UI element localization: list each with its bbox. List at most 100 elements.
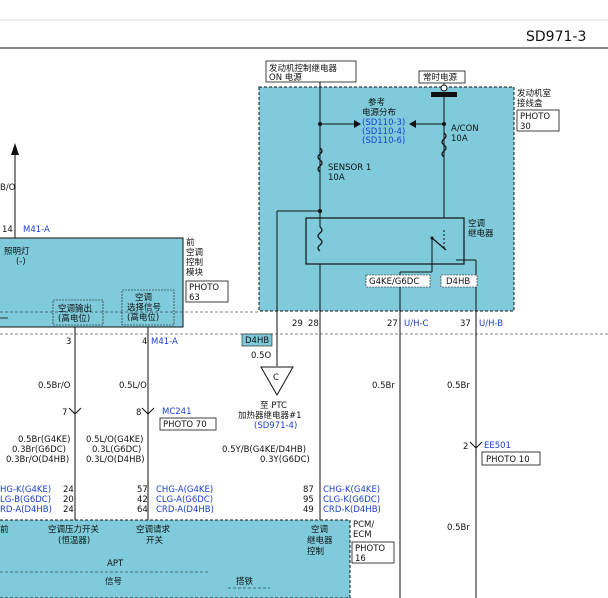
- pcm-label-request: 空调请求: [136, 524, 171, 535]
- pcm-label-relay: 继电器: [307, 535, 333, 546]
- module-photo-2: 63: [189, 293, 200, 303]
- light-wire-color: B/O: [0, 183, 16, 193]
- spec-left-1: 0.5Br(G4KE): [18, 435, 70, 445]
- module-photo-box: [185, 280, 229, 303]
- relay-coil-icon: [317, 226, 323, 252]
- ref-link-3[interactable]: (SD110-6): [362, 136, 405, 146]
- left-connector-2[interactable]: LG-B(G6DC): [0, 495, 51, 505]
- connector-8-symbol: [141, 407, 155, 415]
- mid-connector-1[interactable]: CHG-A(G4KE): [156, 485, 213, 495]
- relay-switch-contact: [431, 237, 447, 251]
- spec-left-3: 0.3Br/O(D4HB): [6, 455, 69, 465]
- engine-fuse-photo-line1: PHOTO: [520, 112, 550, 122]
- mc241-connector[interactable]: MC241: [162, 407, 192, 417]
- light-label-minus: (-): [16, 257, 26, 267]
- ref-arrowhead-left: [354, 120, 361, 128]
- sensor-fuse-label: SENSOR 1: [328, 163, 371, 173]
- ref-title-2: 电源分布: [362, 107, 396, 118]
- ac-relay-label2: 继电器: [468, 228, 494, 239]
- mid-connector-2[interactable]: CLG-A(G6DC): [156, 495, 213, 505]
- pcm-label-thermostat: (恒温器): [58, 535, 90, 546]
- apt-ground-label: 搭铁: [236, 576, 254, 587]
- pin-8: 8: [136, 408, 141, 418]
- ac-select-label1: 空调: [135, 292, 152, 303]
- pin-27-connector[interactable]: U/H-C: [404, 319, 429, 329]
- ee501-photo-box: [481, 451, 541, 466]
- pin-14: 14: [2, 225, 13, 235]
- ee501-photo: PHOTO 10: [486, 455, 530, 465]
- wire-27-label: 0.5Br: [372, 381, 395, 391]
- pin-7: 7: [62, 408, 67, 418]
- pcm-label-switch: 开关: [146, 535, 164, 546]
- pin-29: 29: [292, 319, 303, 329]
- ptc-variant-box: [241, 333, 273, 347]
- pcm-label-ac: 空调: [311, 524, 328, 535]
- spec-mid-1: 0.5L/O(G4KE): [86, 435, 143, 445]
- connector-7-symbol: [68, 407, 82, 415]
- ref-link-2[interactable]: (SD110-4): [362, 127, 405, 137]
- mid-pin-2: 42: [137, 495, 148, 505]
- module-name-4: 模块: [186, 267, 204, 278]
- ac-output-sub: (高电位): [58, 313, 90, 324]
- ac-relay-label1: 空调: [468, 218, 485, 229]
- pcm-label-front: 前: [0, 524, 9, 535]
- engine-relay-supply-line2: ON 电源: [269, 72, 302, 83]
- pin-4: 4: [142, 337, 147, 347]
- constant-supply-label: 常时电源: [423, 72, 458, 83]
- pin-37-connector[interactable]: U/H-B: [479, 319, 503, 329]
- mc241-photo-box: [159, 417, 217, 431]
- ee501-pin: 2: [463, 442, 468, 452]
- ref-link-1[interactable]: (SD110-3): [362, 118, 405, 128]
- ref-title-1: 参考: [368, 97, 385, 108]
- pcm-name-1: PCM/: [353, 520, 374, 530]
- connector-m41a-top[interactable]: M41-A: [23, 225, 50, 235]
- wire-37b-label: 0.5Br: [447, 523, 470, 533]
- ac-output-box: [52, 299, 104, 326]
- mid-connector-3[interactable]: CRD-A(D4HB): [156, 505, 214, 515]
- right-connector-1[interactable]: CHG-K(G4KE): [323, 485, 380, 495]
- sensor-fuse-amps: 10A: [328, 173, 345, 183]
- ac-select-box: [121, 289, 175, 326]
- relay-junction: [318, 209, 322, 213]
- pcm-ecm-block: [0, 519, 351, 598]
- engine-fuse-photo-line2: 30: [520, 122, 531, 132]
- spec-mid-2: 0.3L(G6DC): [92, 445, 141, 455]
- right-pin-1: 87: [303, 485, 314, 495]
- acon-fuse-amps: 10A: [451, 134, 468, 144]
- module-name-3: 控制: [186, 257, 203, 268]
- ptc-wire-label: 0.5O: [251, 351, 272, 361]
- pin-27: 27: [387, 319, 398, 329]
- module-photo-1: PHOTO: [189, 283, 219, 293]
- ref-arrowhead-right: [409, 120, 416, 128]
- engine-relay-supply-box: [265, 60, 357, 83]
- variant-right-box: [440, 274, 478, 288]
- spec-mid-3: 0.3L/O(D4HB): [86, 455, 145, 465]
- light-wire-arrow: [11, 143, 19, 155]
- left-pin-2: 20: [63, 495, 74, 505]
- left-connector-1[interactable]: HG-K(G4KE): [0, 485, 51, 495]
- mid-pin-3: 64: [137, 505, 148, 515]
- connector-m41a-bottom[interactable]: M41-A: [151, 337, 178, 347]
- ptc-relay-label: 加热器继电器#1: [238, 410, 302, 421]
- constant-supply-node: [440, 84, 448, 92]
- wire-1-label: 0.5Br/O: [38, 381, 71, 391]
- pcm-photo-2: 16: [355, 554, 366, 564]
- ee501-symbol: [469, 441, 483, 449]
- spec-right-2: 0.3Y(G6DC): [260, 455, 310, 465]
- sensor-fuse-icon: [317, 147, 323, 173]
- ee501-connector[interactable]: EE501: [484, 441, 511, 451]
- right-connector-3[interactable]: CRD-K(D4HB): [323, 505, 381, 515]
- left-pin-3: 24: [63, 505, 74, 515]
- diagram-code: SD971-3: [526, 29, 586, 45]
- right-pin-2: 95: [303, 495, 314, 505]
- variant-left-box: [365, 274, 431, 288]
- right-connector-2[interactable]: CLG-K(G6DC): [323, 495, 380, 505]
- constant-supply-terminal: [431, 92, 457, 97]
- ac-output-label: 空调输出: [58, 303, 92, 314]
- engine-fuse-box-label2: 接线盒: [517, 98, 543, 109]
- mid-pin-1: 57: [137, 485, 148, 495]
- left-connector-3[interactable]: RD-A(D4HB): [0, 505, 52, 515]
- ptc-link[interactable]: (SD971-4): [254, 421, 297, 431]
- pcm-photo-box: [351, 541, 395, 564]
